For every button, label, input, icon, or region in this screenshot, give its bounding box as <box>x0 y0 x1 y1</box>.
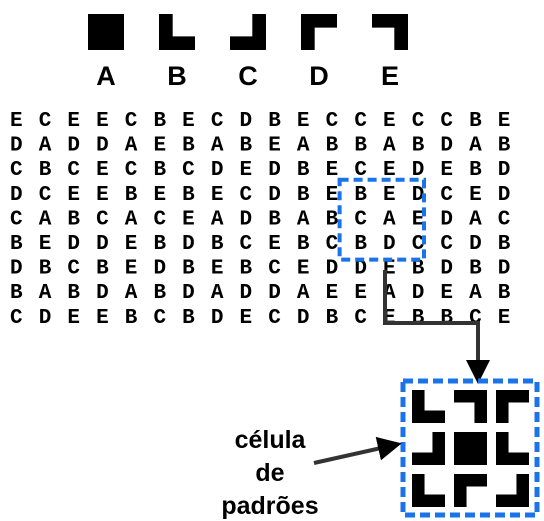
top-right-pattern-icon <box>372 14 408 50</box>
grid-row: CDEEBCBDECDBCEBBCE <box>10 307 510 330</box>
bottom-right-pattern-icon <box>412 432 445 465</box>
legend-letter: E <box>381 61 399 91</box>
grid-row: BABDABDADDAEEADEAB <box>10 282 511 305</box>
legend-letter: A <box>96 61 116 91</box>
bottom-right-pattern-icon <box>230 14 266 50</box>
pattern-legend: A B C D E <box>88 14 408 91</box>
legend-letter: B <box>167 61 187 91</box>
grid-row: ECEECBECDBECCECCBE <box>10 110 510 133</box>
bottom-right-pattern-icon <box>496 474 529 507</box>
legend-letter: D <box>309 61 329 91</box>
full-pattern-icon <box>454 432 487 465</box>
letter-grid: ECEECBECDBECCECCBEDADDAEBABEABBABDABCBCE… <box>10 110 511 330</box>
full-pattern-icon <box>88 14 124 50</box>
pattern-cell-border <box>400 378 540 518</box>
highlight-box <box>337 177 427 262</box>
pattern-cell <box>400 378 540 518</box>
grid-row: DBCBEDBEBCEDDEBDBD <box>10 258 510 281</box>
legend-letter: C <box>238 61 258 91</box>
grid-row: CABCACEADBABCAEDAC <box>10 208 511 231</box>
caption-line: célula <box>235 426 307 454</box>
caption-line: de <box>255 459 284 487</box>
top-left-pattern-icon <box>496 390 529 423</box>
top-left-pattern-icon <box>301 14 337 50</box>
pattern-cell-caption: célula de padrões <box>221 426 318 520</box>
bottom-left-pattern-icon <box>496 432 529 465</box>
grid-row: DCEEBEBECDBEBEDCED <box>10 184 510 207</box>
grid-row: BEDDEBDBCEBCBDCCDB <box>10 233 511 256</box>
bottom-left-pattern-icon <box>159 14 195 50</box>
grid-row: CBCECBCDEDBECEDEBD <box>10 159 510 182</box>
grid-row: DADDAEBABEABBABDAB <box>10 135 511 158</box>
top-right-pattern-icon <box>454 390 487 423</box>
caption-arrow <box>313 436 402 465</box>
bottom-left-pattern-icon <box>412 474 445 507</box>
bottom-left-pattern-icon <box>412 390 445 423</box>
caption-line: padrões <box>221 492 318 520</box>
top-left-pattern-icon <box>454 474 487 507</box>
connector-arrow <box>383 270 490 384</box>
